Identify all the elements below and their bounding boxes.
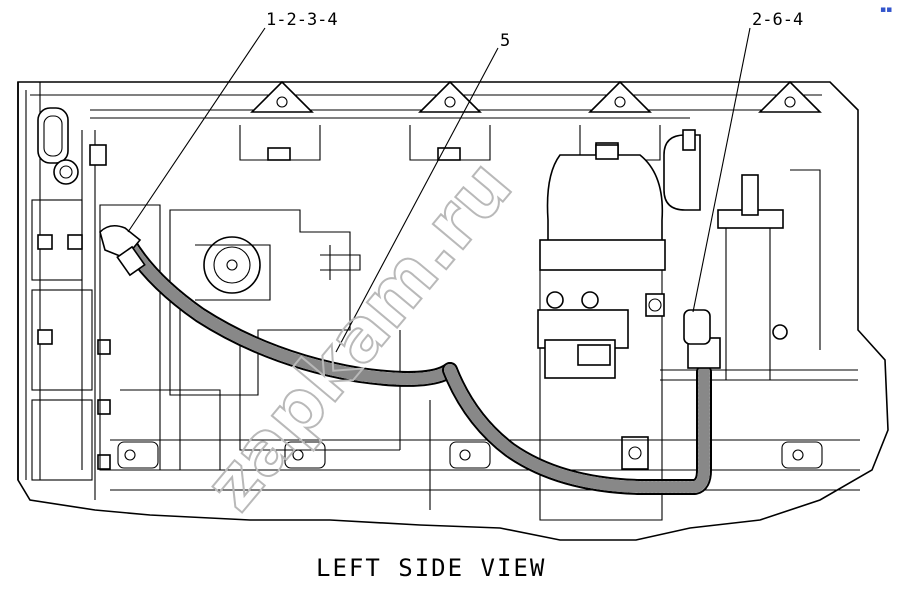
callout-2-6-4: 2-6-4 [752, 10, 803, 30]
pump-assembly [99, 204, 400, 471]
leader-lines [127, 27, 751, 353]
engine-block [17, 80, 889, 541]
hose-line-right [442, 293, 721, 495]
callout-5: 5 [500, 31, 510, 51]
callout-1-2-3-4: 1-2-3-4 [266, 10, 338, 30]
filter-assembly [537, 129, 858, 521]
oil-pan-rail [110, 330, 860, 510]
hose-line-left [99, 224, 458, 387]
view-caption: LEFT SIDE VIEW [316, 554, 546, 582]
watermark-mark: ▪▪ [880, 5, 892, 15]
front-housing [17, 82, 111, 500]
